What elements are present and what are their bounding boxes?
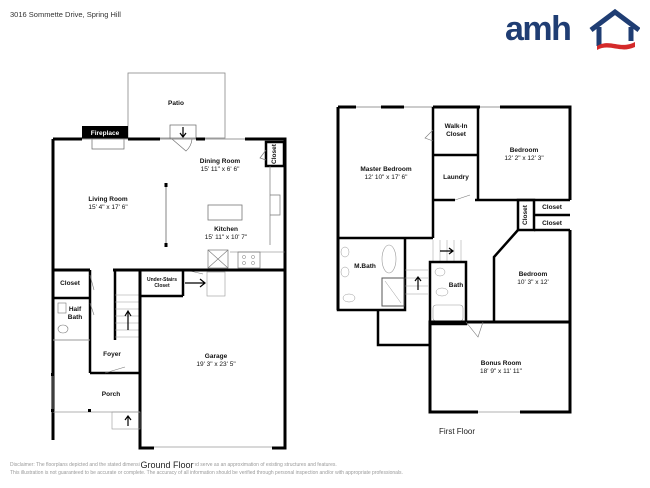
room-label-laundry: Laundry <box>443 174 469 181</box>
room-label-porch: Porch <box>101 391 121 398</box>
disclaimer-line-1: Disclaimer: The floorplans depicted and … <box>10 462 337 468</box>
room-label-closet-lower: Closet <box>542 220 562 227</box>
room-label-master-bath: M.Bath <box>354 263 376 270</box>
house-outline-icon <box>589 8 640 50</box>
room-label-half-bath: Half Bath <box>67 306 83 321</box>
disclaimer: Disclaimer: The floorplans depicted and … <box>10 461 403 477</box>
kitchen-island <box>207 204 243 221</box>
room-label-patio: Patio <box>168 100 184 107</box>
fireplace-block <box>82 126 128 139</box>
room-label-bonus-room: Bonus Room 18' 9" x 11' 11" <box>480 360 522 375</box>
room-label-living-room: Living Room 15' 4" x 17' 6" <box>88 196 128 211</box>
amh-logo[interactable]: amh <box>505 8 640 52</box>
room-label-dining-room: Dining Room 15' 11" x 6' 6" <box>199 158 241 173</box>
room-label-walk-in-closet: Walk-In Closet <box>444 123 468 138</box>
room-label-dining-closet: Closet <box>271 144 278 164</box>
room-label-bedroom-2: Bedroom 12' 2" x 12' 3" <box>504 147 544 162</box>
disclaimer-line-2: This illustration is not guaranteed to b… <box>10 470 403 476</box>
logo-wordmark: amh <box>505 10 572 48</box>
room-label-closet: Closet <box>60 280 80 287</box>
room-label-under-stairs-closet: Under-Stairs Closet <box>146 277 178 289</box>
floor-title-ground: Ground Floor <box>139 460 195 470</box>
room-label-foyer: Foyer <box>103 351 121 358</box>
room-label-master-bedroom: Master Bedroom 12' 10" x 17' 6" <box>360 166 412 181</box>
room-label-kitchen: Kitchen 15' 11" x 10' 7" <box>204 226 248 241</box>
room-label-closet-upper: Closet <box>542 204 562 211</box>
room-label-hall-closet: Closet <box>522 205 529 225</box>
floor-title-first: First Floor <box>439 427 475 436</box>
room-label-garage: Garage 19' 3" x 23' 5" <box>196 353 236 368</box>
room-label-bath: Bath <box>448 282 464 289</box>
patio-outline <box>127 72 226 139</box>
room-label-bedroom-3: Bedroom 10' 3" x 12' <box>517 271 549 286</box>
property-address: 3016 Sommette Drive, Spring Hill <box>10 10 121 19</box>
room-label-fireplace: Fireplace <box>90 130 120 137</box>
